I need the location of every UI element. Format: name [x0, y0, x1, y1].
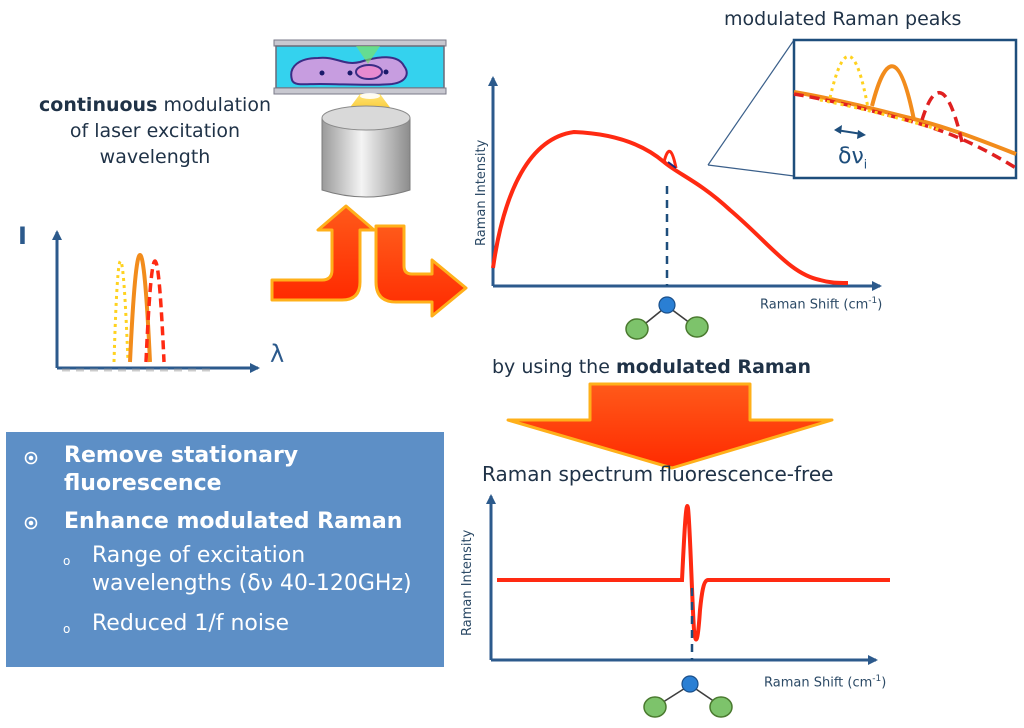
method-caption: by using the modulated Raman [492, 356, 812, 378]
result-y-label: Raman Intensity [460, 529, 475, 636]
modulation-caption-line3: wavelength [99, 146, 211, 168]
inset-modulated-peaks [792, 38, 1018, 180]
inset-peak-yellow [828, 55, 870, 109]
inset-peak-red [920, 91, 964, 143]
sample-slide [273, 39, 447, 95]
down-right-curved-arrow [374, 224, 468, 318]
objective-lens [321, 105, 411, 198]
curved-arrows [270, 204, 468, 318]
result-title: Raman spectrum fluorescence-free [482, 462, 834, 486]
result-x-label: Raman Shift (cm-1) [764, 674, 887, 691]
excitation-line-red [144, 259, 166, 363]
target-bullet-icon [24, 516, 38, 530]
excitation-line-yellow [112, 259, 130, 363]
microscope-illustration [273, 39, 447, 198]
modulation-caption-line2: of laser excitation [69, 120, 241, 142]
inset-baseline-orange [793, 90, 1017, 156]
fluorescence-curve [491, 129, 849, 285]
excitation-y-label: I [18, 222, 27, 250]
excitation-plot [52, 230, 260, 373]
raman-peak-small [662, 150, 678, 169]
delta-nu-label: δνi [838, 144, 868, 172]
raman-y-label: Raman Intensity [474, 139, 489, 246]
molecule-icon-bottom [643, 675, 733, 718]
raman-spectrum-plot [488, 39, 882, 291]
bullet-2-text: Enhance modulated Raman [64, 509, 403, 534]
modulation-caption-bold: continuous [39, 94, 158, 116]
bullet-1-line1: Remove stationary [64, 443, 299, 468]
excitation-x-label: λ [270, 340, 285, 368]
sub-bullet-marker: o [63, 622, 71, 636]
sub-bullet-1-line2: wavelengths (δν 40-120GHz) [92, 571, 412, 596]
inset-title: modulated Raman peaks [724, 8, 962, 30]
sub-bullet-marker: o [63, 554, 71, 568]
raman-x-label: Raman Shift (cm-1) [760, 296, 883, 313]
modulation-caption-line1: modulation [163, 94, 271, 116]
fluorescence-free-curve [497, 504, 890, 642]
result-spectrum-plot [486, 494, 890, 665]
cell-nucleus [355, 64, 383, 80]
target-bullet-icon [24, 451, 38, 465]
sub-bullet-2-text: Reduced 1/f noise [92, 611, 289, 636]
benefits-box: Remove stationary fluorescence Enhance m… [6, 432, 444, 667]
inset-peak-orange [870, 64, 916, 121]
molecule-icon [625, 296, 709, 340]
big-down-arrow [506, 382, 834, 470]
up-curved-arrow [270, 204, 376, 302]
sub-bullet-1-line1: Range of excitation [92, 543, 306, 568]
bullet-1-line2: fluorescence [64, 471, 222, 496]
modulation-caption: continuous modulation of laser excitatio… [24, 92, 286, 170]
